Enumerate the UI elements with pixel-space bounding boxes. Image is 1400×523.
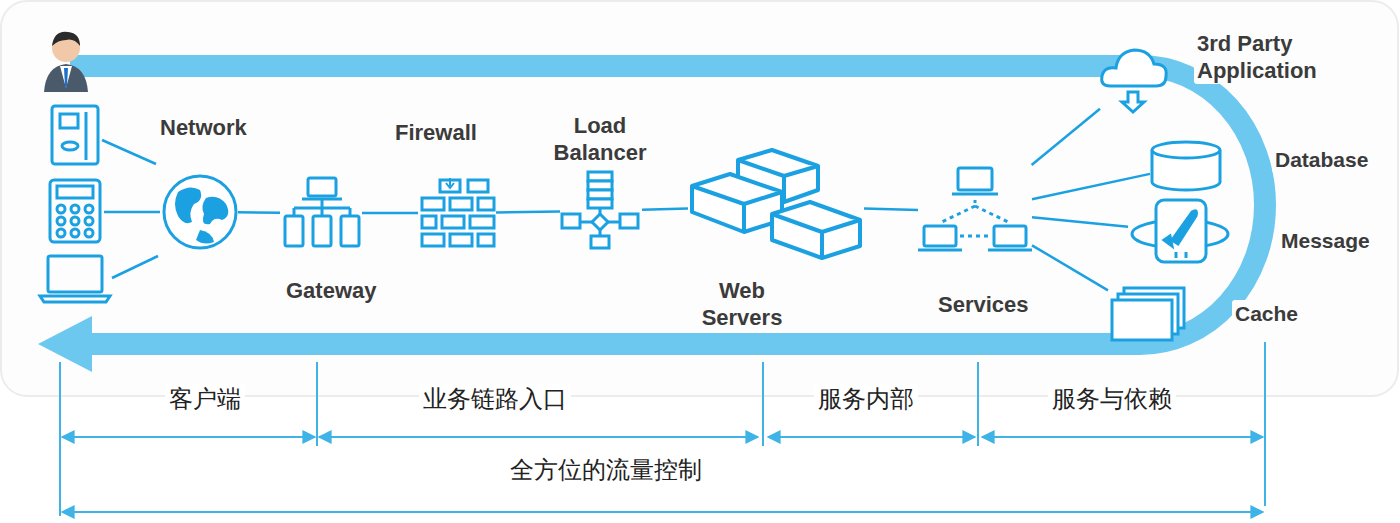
icon-node: Network — [162, 172, 238, 252]
icon-node: Services — [918, 165, 1032, 258]
icon-node: Firewall — [418, 178, 496, 248]
node-label: Database — [1272, 146, 1371, 173]
span-label: 客户端 — [165, 384, 245, 414]
web-servers-icon — [692, 150, 860, 258]
message-icon — [1132, 200, 1228, 262]
background-panel — [1, 1, 1398, 396]
connector-line — [642, 209, 688, 210]
icon-node: 3rd Party Application — [1100, 44, 1170, 116]
flow-band-head — [38, 316, 92, 372]
load-balancer-icon — [562, 172, 638, 248]
icon-node: Cache — [1108, 286, 1188, 342]
connector-line — [1032, 245, 1108, 290]
gateway-icon — [285, 178, 359, 246]
device-icons — [40, 106, 110, 302]
span-label: 业务链路入口 — [419, 384, 571, 414]
node-label: Web Servers — [690, 277, 794, 331]
cloud-icon — [1102, 50, 1167, 112]
services-icon — [918, 168, 1032, 250]
cache-icon — [1112, 288, 1184, 340]
connector-line — [496, 210, 560, 213]
flow-band — [70, 66, 1265, 344]
span-brackets — [60, 342, 1265, 516]
icon-node: Load Balancer — [560, 172, 642, 250]
connector-line — [1032, 109, 1100, 165]
span-label: 服务与依赖 — [1048, 384, 1176, 414]
node-label: Services — [938, 291, 1029, 318]
node-label: Message — [1278, 227, 1373, 254]
connector-line — [1032, 217, 1128, 227]
database-icon — [1152, 142, 1220, 190]
user-icon — [44, 32, 88, 92]
span-label: 服务内部 — [814, 384, 918, 414]
icon-node: Message — [1128, 196, 1234, 268]
node-label: Cache — [1232, 300, 1301, 327]
connector-line — [1032, 174, 1150, 199]
icon-node: Gateway — [280, 176, 362, 250]
node-label: 3rd Party Application — [1194, 30, 1340, 84]
node-label: Firewall — [395, 119, 477, 146]
icon-node: Database — [1150, 140, 1224, 192]
node-label: Load Balancer — [544, 112, 656, 166]
span-label: 全方位的流量控制 — [506, 455, 706, 485]
connector-line — [238, 211, 280, 214]
icon-node: Web Servers — [688, 150, 864, 262]
firewall-icon — [422, 178, 494, 246]
node-label: Gateway — [286, 277, 377, 304]
device-wires — [102, 140, 160, 278]
connector-line — [362, 212, 418, 215]
connector-line — [864, 208, 918, 210]
globe-icon — [164, 176, 236, 248]
node-label: Network — [160, 114, 247, 141]
